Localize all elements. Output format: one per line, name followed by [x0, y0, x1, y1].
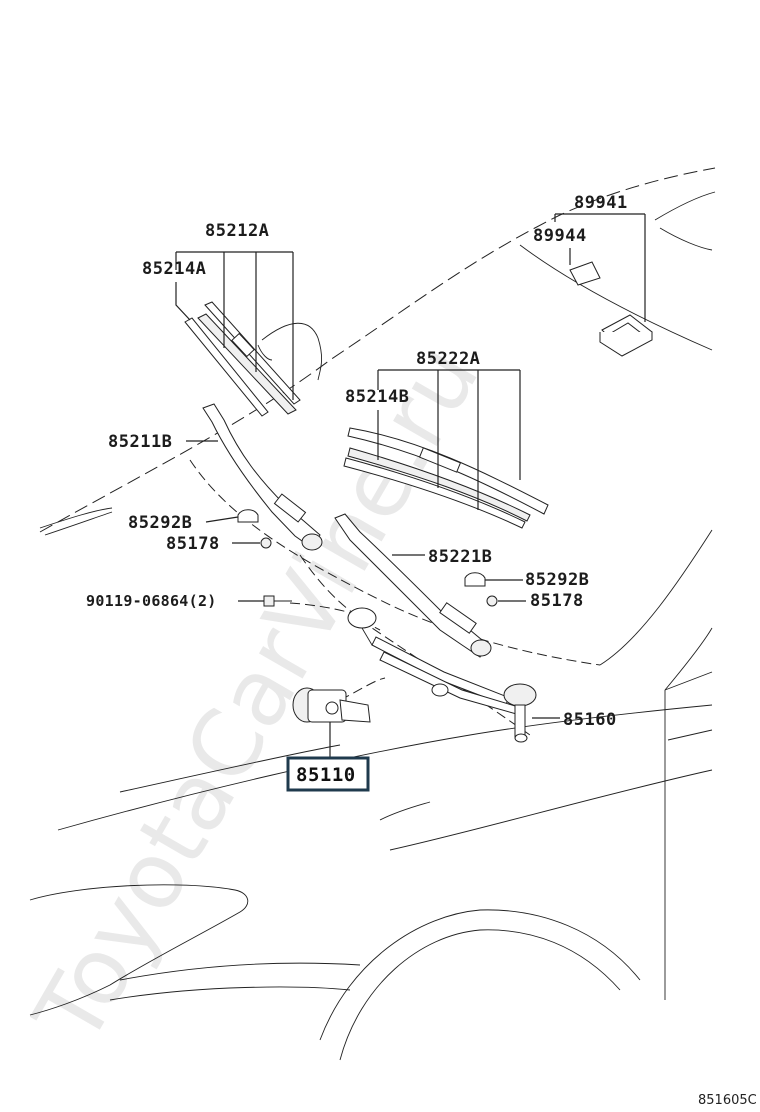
cap-left: [237, 509, 259, 523]
label-90119-06864: 90119-06864(2): [86, 592, 217, 610]
wiper-motor: [292, 677, 386, 723]
label-85292B-right: 85292B: [525, 570, 589, 590]
label-85292B-left: 85292B: [128, 513, 192, 533]
label-85212A: 85212A: [205, 221, 269, 241]
label-85160: 85160: [563, 710, 617, 730]
wiper-blade-left: [184, 301, 301, 417]
wiper-arm-right: [334, 513, 492, 658]
leader-lines: [175, 213, 646, 758]
label-89941: 89941: [574, 193, 628, 213]
cap-right: [464, 572, 486, 587]
label-85214B: 85214B: [345, 387, 409, 407]
nut-right: [486, 595, 498, 607]
label-85211B: 85211B: [108, 432, 172, 452]
watermark: ToyotaCarVine.ru: [14, 327, 500, 1061]
wiper-arm-left: [202, 403, 323, 551]
car-body-outline: [29, 167, 716, 1061]
label-85178-right: 85178: [530, 591, 584, 611]
label-85214A: 85214A: [142, 259, 206, 279]
label-85178-left: 85178: [166, 534, 220, 554]
washer-nozzle-large: [599, 314, 653, 357]
highlighted-part-85110[interactable]: 85110: [286, 756, 370, 792]
figure-code: 851605C: [698, 1093, 757, 1108]
wiper-blade-right: [343, 427, 549, 529]
washer-nozzle-small: [569, 261, 601, 286]
wiper-linkage: [289, 602, 537, 743]
label-85110: 85110: [296, 764, 356, 786]
nut-left: [260, 537, 272, 549]
part-labels: 85212A 85214A 85211B 85292B 85178 90119-…: [86, 193, 628, 730]
label-85222A: 85222A: [416, 349, 480, 369]
label-85221B: 85221B: [428, 547, 492, 567]
label-89944: 89944: [533, 226, 587, 246]
